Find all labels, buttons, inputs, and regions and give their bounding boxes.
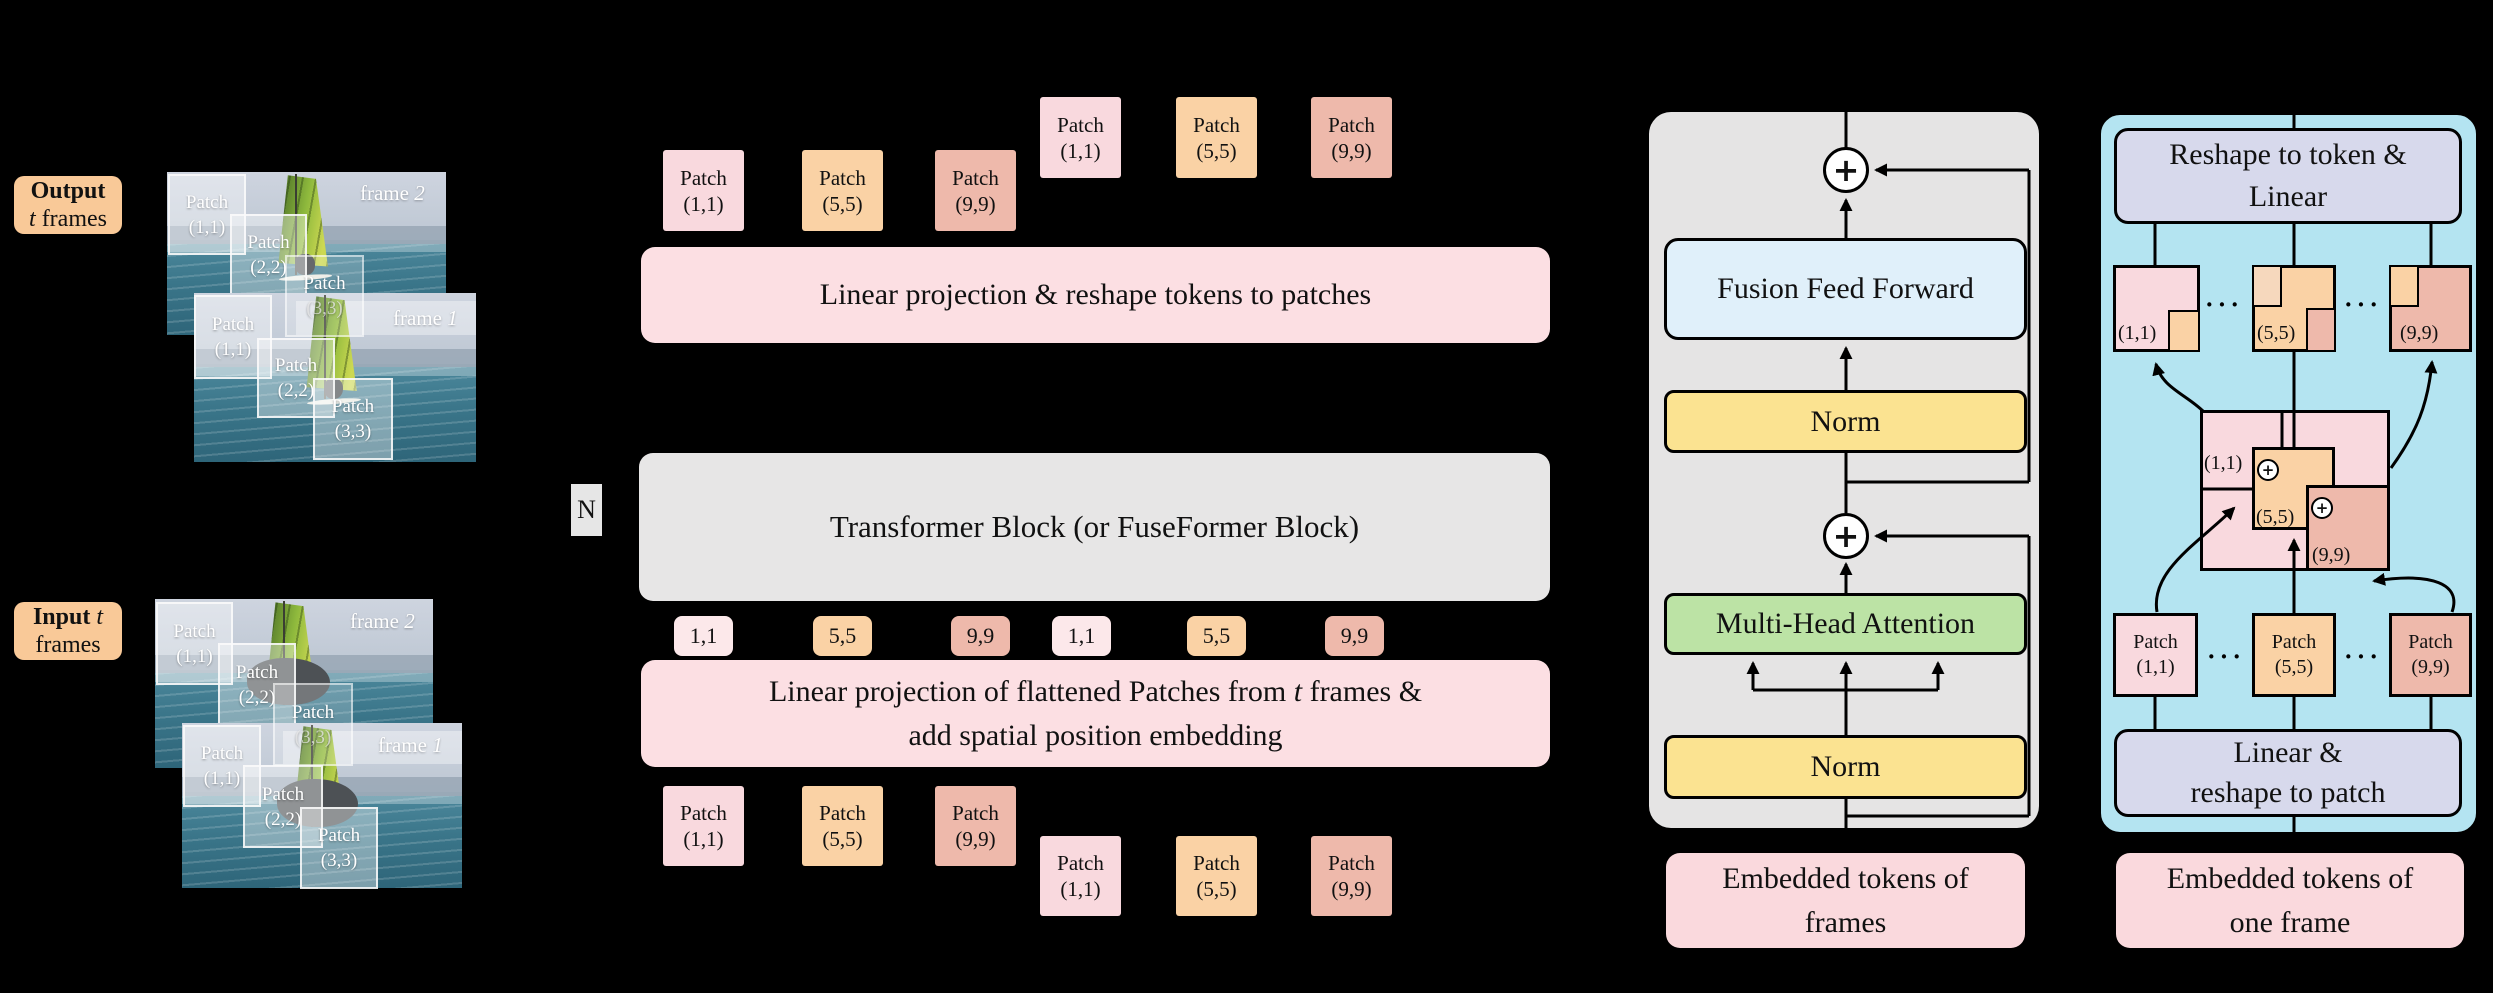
fused-square-9-9 [2389,265,2472,352]
token-5-5: 5,5 [813,616,872,656]
fused-square-1-1 [2113,265,2200,352]
multi-head-attention-box: Multi-Head Attention [1664,593,2027,655]
output-frame-1-label: frame 1 [393,306,458,330]
residual-add-icon: + [1823,513,1869,559]
output-frame1-patch-1-1: Patch(1,1) [194,295,272,379]
output-frame2-patch-2-2: Patch(2,2) [230,214,307,295]
output-frame-1-photo [194,293,476,462]
patch-token-bottom-5-5: Patch(5,5) [802,786,883,866]
reshape-to-token-box: Reshape to token & Linear [2114,128,2462,224]
patch-token-bottom-9-9: Patch(9,9) [935,786,1016,866]
fused-square-5-5 [2252,265,2336,352]
fused-square-label: (5,5) [2257,322,2296,344]
patch-token-bottom-1-1: Patch(1,1) [663,786,744,866]
patch-token-bottom-5-5-b: Patch(5,5) [1176,836,1257,916]
token-9-9-b: 9,9 [1325,616,1384,656]
fusion-feed-forward-box: Fusion Feed Forward [1664,238,2027,340]
input-frame1-patch-2-2: Patch(2,2) [243,765,323,848]
overlap-subsquare [2252,265,2282,307]
fused-square-label: (1,1) [2118,322,2157,344]
token-9-9: 9,9 [951,616,1010,656]
linear-projection-box: Linear projection of flattened Patches f… [641,660,1550,767]
patch-token-top-5-5-b: Patch(5,5) [1176,97,1257,178]
patch-token-top-5-5: Patch(5,5) [802,150,883,231]
residual-add-icon: + [1823,147,1869,193]
inpainting-mask [246,658,331,706]
patch-token-top-1-1-b: Patch(1,1) [1040,97,1121,178]
linear-projection-line1: Linear projection of flattened Patches f… [768,674,1423,708]
composite-label-1-1: (1,1) [2204,452,2243,474]
blue-patch-5-5: Patch(5,5) [2252,613,2336,697]
patch-token-bottom-9-9-b: Patch(9,9) [1311,836,1392,916]
ellipsis: ··· [2207,642,2246,671]
fused-square-label: (9,9) [2400,322,2439,344]
fuse-add-icon: + [2257,459,2279,481]
overlap-subsquare [2168,310,2200,352]
output-frame2-patch-1-1: Patch(1,1) [168,174,246,255]
linear-projection-line2: add spatial position embedding [908,718,1283,752]
output-label-line1: Output [30,178,106,204]
norm-top-box: Norm [1664,390,2027,453]
patch-token-bottom-1-1-b: Patch(1,1) [1040,836,1121,916]
input-frame-2-label: frame 2 [350,609,415,633]
transformer-block-box: Transformer Block (or FuseFormer Block) [639,453,1550,601]
linear-reshape-tokens-box: Linear projection & reshape tokens to pa… [641,247,1550,343]
composite-label-9-9: (9,9) [2312,544,2351,566]
input-frame-1-label: frame 1 [378,733,443,757]
input-label-line1: Input t [32,604,104,630]
patch-token-top-1-1: Patch(1,1) [663,150,744,231]
output-frame1-patch-3-3: Patch(3,3) [313,378,393,460]
composite-label-5-5: (5,5) [2256,506,2295,528]
mast [282,600,285,706]
token-1-1-b: 1,1 [1052,616,1111,656]
ellipsis: ··· [2344,642,2383,671]
input-frame1-patch-1-1: Patch(1,1) [183,725,261,807]
mast [323,294,326,400]
linear-reshape-patch-box: Linear & reshape to patch [2114,729,2462,817]
inpainting-mask [277,779,359,827]
input-label-line2: frames [35,632,101,658]
output-frame-2-label: frame 2 [360,181,425,205]
input-frame2-patch-3-3: Patch(3,3) [273,683,353,766]
patch-token-top-9-9: Patch(9,9) [935,150,1016,231]
patch-token-top-9-9-b: Patch(9,9) [1311,97,1392,178]
norm-bottom-box: Norm [1664,735,2027,799]
blue-patch-1-1: Patch(1,1) [2113,613,2198,697]
token-5-5-b: 5,5 [1187,616,1246,656]
ellipsis: ··· [2344,290,2383,319]
output-label-line2: t frames [29,206,107,232]
input-frame2-patch-1-1: Patch(1,1) [156,602,233,685]
ellipsis: ··· [2205,290,2244,319]
transformer-detail-panel [1649,112,2039,828]
input-frames-label: Input t frames [14,602,122,660]
embedded-tokens-frames-caption: Embedded tokens of frames [1666,853,2025,948]
embedded-tokens-one-frame-caption: Embedded tokens of one frame [2116,853,2464,948]
n-repeat-badge: N [571,484,602,536]
output-frames-label: Output t frames [14,176,122,234]
input-frame1-patch-3-3: Patch(3,3) [300,807,378,889]
blue-patch-9-9: Patch(9,9) [2389,613,2472,697]
overlap-subsquare [2306,308,2336,352]
fuse-add-icon: + [2311,497,2333,519]
mast [295,173,298,275]
output-frame2-patch-3-3: Patch(3,3) [285,255,364,337]
token-1-1: 1,1 [674,616,733,656]
overlap-subsquare [2389,265,2419,307]
mast [310,724,313,827]
